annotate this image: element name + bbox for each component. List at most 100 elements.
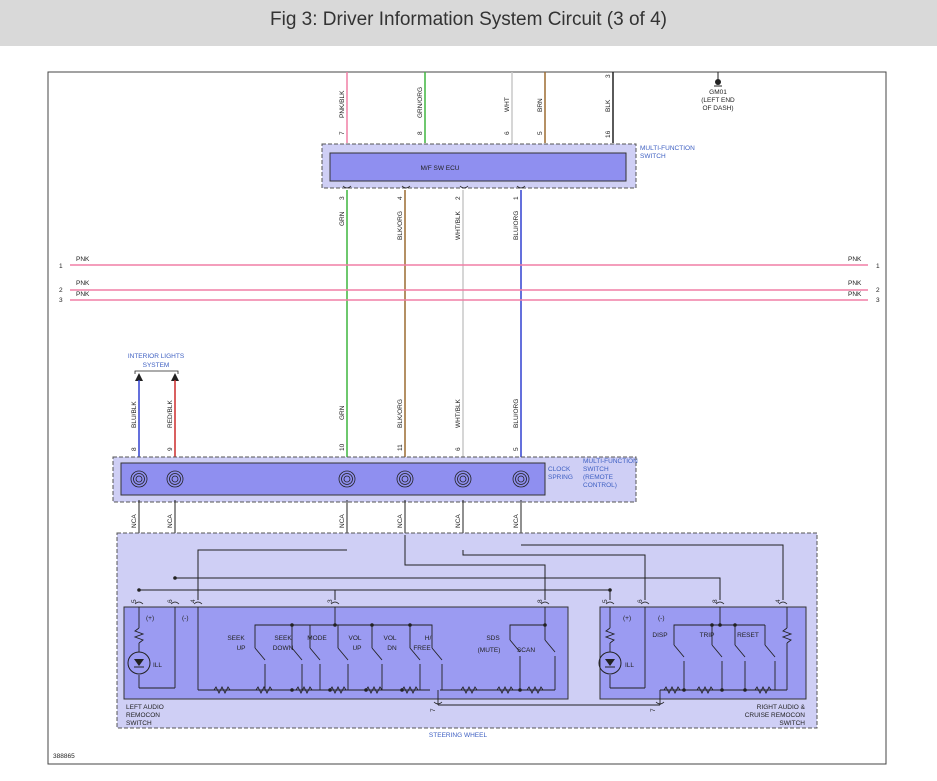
btn-reset: RESET xyxy=(737,632,759,639)
bus-1-num-right: 1 xyxy=(876,263,880,270)
clock-pin-9: 9 xyxy=(167,447,174,451)
connector-chevrons-mid xyxy=(342,185,526,189)
led-diode-icon xyxy=(605,659,615,666)
left-pin-4: 4 xyxy=(190,599,197,603)
left-pin-5: 5 xyxy=(131,599,138,603)
btn-vol-dn-2: DN xyxy=(387,645,397,652)
btn-seek-up-2: UP xyxy=(236,645,245,652)
mf-switch-label-2: SWITCH xyxy=(640,153,666,160)
coil-icon xyxy=(130,470,530,488)
bus-3-color-right: PNK xyxy=(848,291,862,298)
nca-label-2: NCA xyxy=(167,514,174,528)
arrow-up-icon xyxy=(171,373,179,381)
bus-1-num-left: 1 xyxy=(59,263,63,270)
pin-mid-4: 4 xyxy=(397,196,404,200)
left-switch-circuit xyxy=(197,607,660,706)
btn-mode: MODE xyxy=(307,635,327,642)
left-ill-label: ILL xyxy=(153,662,162,669)
pin-top-8: 8 xyxy=(417,131,424,135)
left-resistor-ill xyxy=(133,607,176,689)
ground-icon xyxy=(714,72,722,87)
pin-mid-1: 1 xyxy=(513,196,520,200)
right-pin-8: 8 xyxy=(712,599,719,603)
bus-3-num-left: 3 xyxy=(59,297,63,304)
right-pin-4: 4 xyxy=(775,599,782,603)
routing-wires xyxy=(139,535,784,600)
wire-label-grn-upper: GRN xyxy=(339,211,346,226)
right-resistor-ill xyxy=(604,607,646,689)
right-pin-7: 7 xyxy=(650,708,657,712)
wire-label-pnk-blk: PNK/BLK xyxy=(339,90,346,118)
ecu-label: M/F SW ECU xyxy=(421,165,460,172)
nca-label-6: NCA xyxy=(513,514,520,528)
nca-label-4: NCA xyxy=(397,514,404,528)
junction-dots-right xyxy=(682,623,747,692)
mf-remote-label-1: MULTI-FUNCTION xyxy=(583,458,638,465)
btn-vol-up-2: UP xyxy=(352,645,361,652)
left-pin-8: 8 xyxy=(537,599,544,603)
nca-label-5: NCA xyxy=(455,514,462,528)
nca-label-3: NCA xyxy=(339,514,346,528)
document-id: 388865 xyxy=(53,753,75,760)
left-pin-7: 7 xyxy=(430,708,437,712)
wire-top-pin-blk: 3 xyxy=(605,74,612,78)
interior-lights-label-1: INTERIOR LIGHTS xyxy=(128,353,185,360)
wire-label-blk-org-upper: BLK/ORG xyxy=(397,211,404,240)
right-led-icon xyxy=(598,651,622,675)
figure-title: Fig 3: Driver Information System Circuit… xyxy=(270,9,667,30)
clock-pin-10: 10 xyxy=(339,443,346,451)
clock-spring-label-1: CLOCK xyxy=(548,466,571,473)
clock-wire-label-blu-blk: BLU/BLK xyxy=(131,401,138,428)
diagram-frame xyxy=(47,71,887,765)
clock-pin-5: 5 xyxy=(513,447,520,451)
btn-vol-up-1: VOL xyxy=(348,635,361,642)
bus-1-color-right: PNK xyxy=(848,256,862,263)
bus-1-color-left: PNK xyxy=(76,256,90,263)
btn-sds-1: SDS xyxy=(486,635,500,642)
wire-label-brn: BRN xyxy=(537,98,544,112)
connector-chevrons-bottom xyxy=(134,601,788,705)
bus-2-num-left: 2 xyxy=(59,287,63,294)
btn-vol-dn-1: VOL xyxy=(383,635,396,642)
ground-location-2: OF DASH) xyxy=(702,105,733,112)
btn-seek-down-1: SEEK xyxy=(274,635,292,642)
mf-sw-ecu xyxy=(329,152,627,182)
btn-trip: TRIP xyxy=(700,632,715,639)
left-switch-label-3: SWITCH xyxy=(126,720,152,727)
left-switch-label-2: REMOCON xyxy=(126,712,160,719)
bus-3-color-left: PNK xyxy=(76,291,90,298)
clock-wire-label-wht-blk: WHT/BLK xyxy=(455,398,462,428)
mf-remote-label-3: (REMOTE xyxy=(583,474,614,481)
bus-3-num-right: 3 xyxy=(876,297,880,304)
pin-top-5: 5 xyxy=(537,131,544,135)
btn-seek-up-1: SEEK xyxy=(227,635,245,642)
btn-sds-2: (MUTE) xyxy=(478,647,501,654)
junction-dots xyxy=(137,576,612,692)
left-pin-3: 3 xyxy=(327,599,334,603)
pin-top-16: 16 xyxy=(605,130,612,138)
pin-mid-3: 3 xyxy=(339,196,346,200)
left-audio-remocon-switch xyxy=(123,606,569,700)
left-led-icon xyxy=(127,651,151,675)
wire-label-blk: BLK xyxy=(605,99,612,112)
mf-remote-label-4: CONTROL) xyxy=(583,482,617,489)
clock-spring xyxy=(120,462,546,496)
bus-2-color-left: PNK xyxy=(76,280,90,287)
right-switch-label-2: CRUISE REMOCON xyxy=(745,712,806,719)
clock-pin-8: 8 xyxy=(131,447,138,451)
clock-wire-label-grn: GRN xyxy=(339,405,346,420)
right-ill-label: ILL xyxy=(625,662,634,669)
right-minus: (-) xyxy=(658,615,665,622)
left-plus: (+) xyxy=(146,615,154,622)
btn-h-free-2: FREE xyxy=(413,645,431,652)
btn-h-free-1: H/ xyxy=(425,635,432,642)
clock-wire-label-blu-org: BLU/ORG xyxy=(513,399,520,428)
right-plus: (+) xyxy=(623,615,631,622)
clock-pin-11: 11 xyxy=(397,444,404,451)
steering-wheel-label: STEERING WHEEL xyxy=(429,732,488,739)
arrow-up-icon xyxy=(135,373,143,381)
interior-lights-label-2: SYSTEM xyxy=(143,362,170,369)
title-bar xyxy=(0,0,937,46)
nca-label-1: NCA xyxy=(131,514,138,528)
wire-label-wht-blk-upper: WHT/BLK xyxy=(455,210,462,240)
